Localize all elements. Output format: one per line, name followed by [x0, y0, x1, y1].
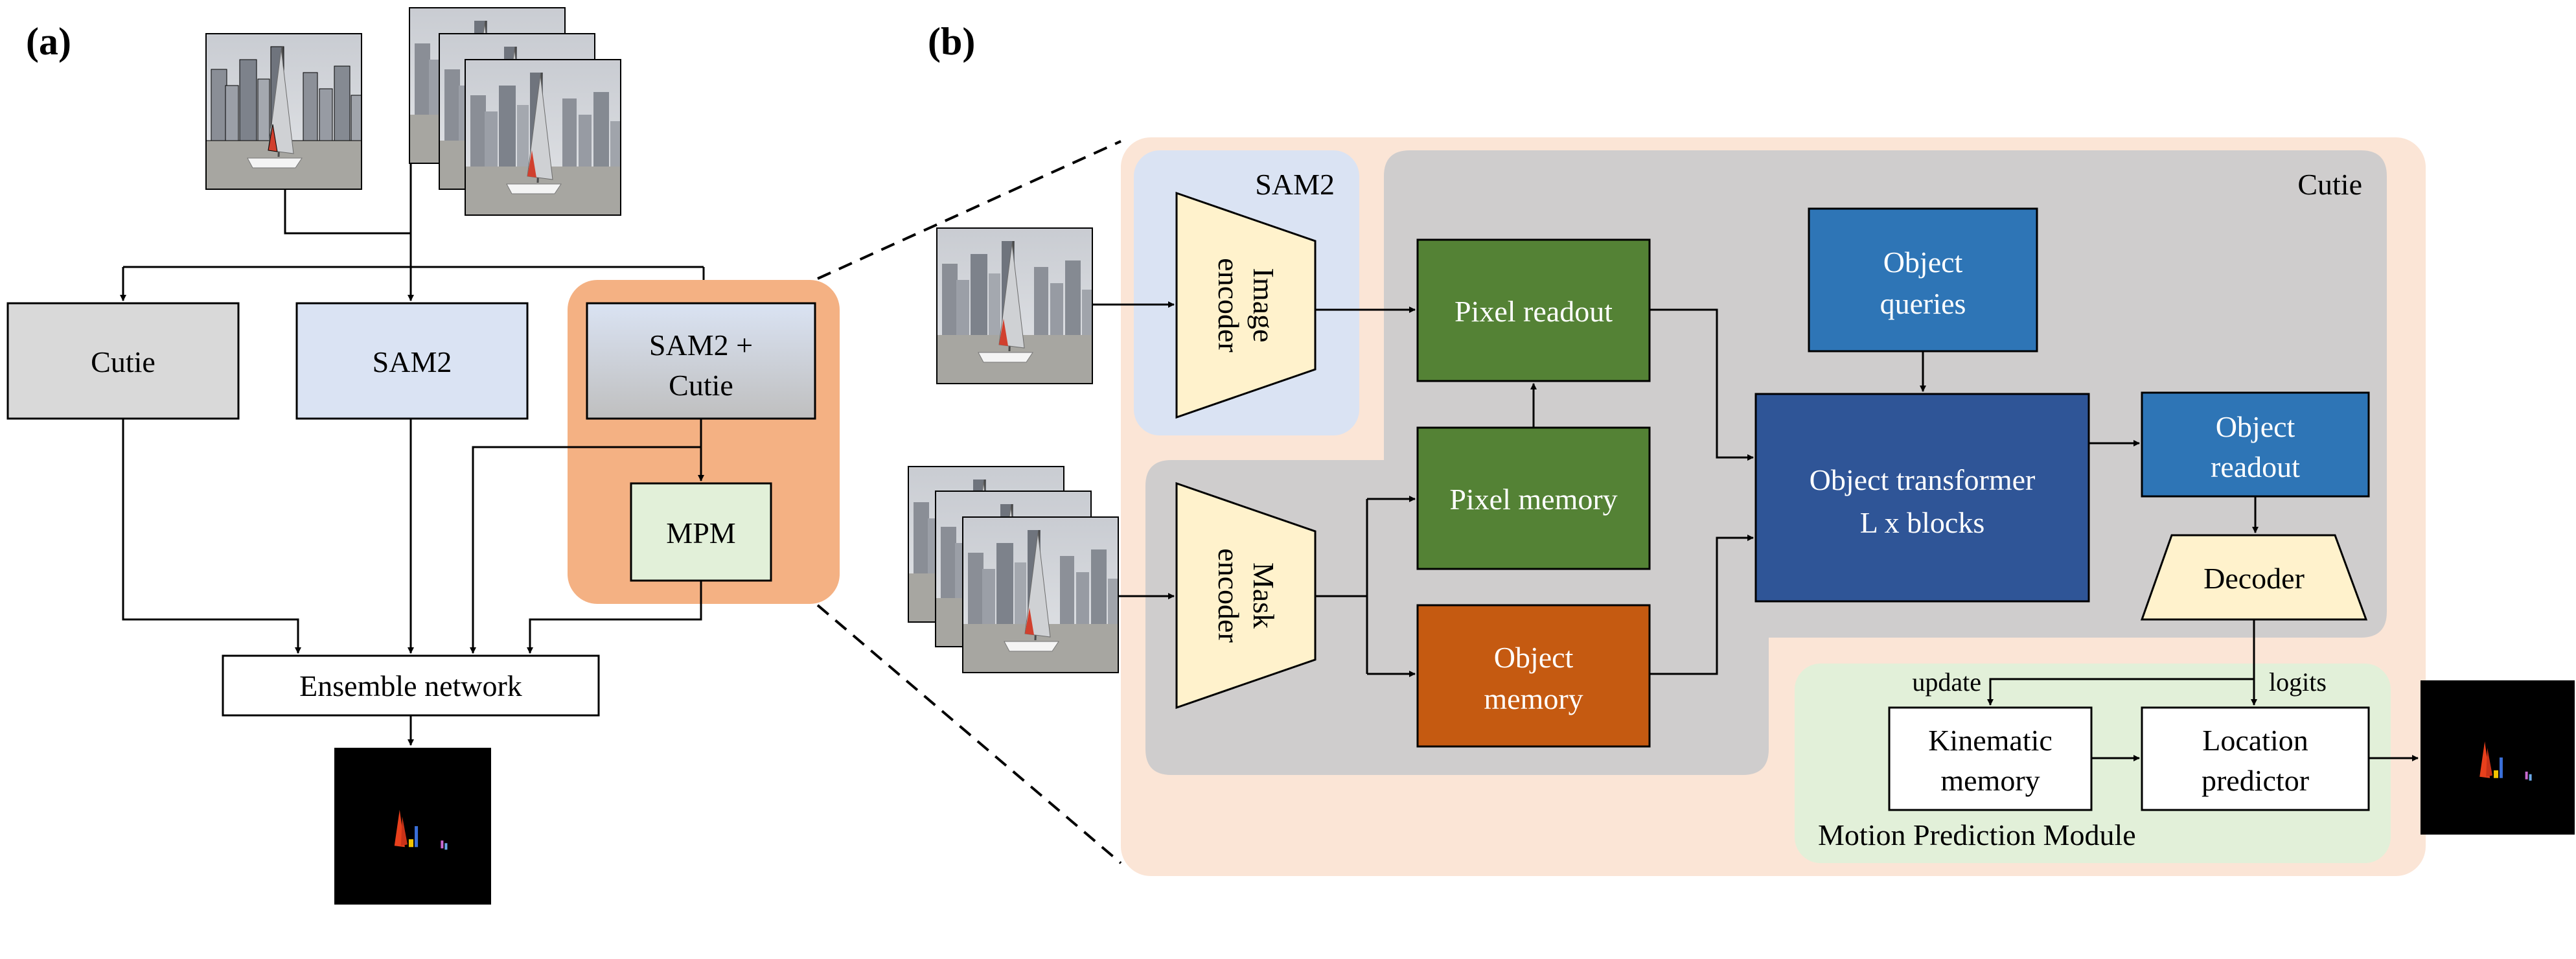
frame-stack-front	[465, 60, 621, 215]
mask-encoder-shape	[1175, 481, 1317, 710]
kinematic-memory-label-line1: Kinematic	[1928, 724, 2053, 757]
object-queries-label-line2: queries	[1880, 287, 1966, 320]
svg-text:Image: Image	[1247, 268, 1280, 343]
object-transformer-box	[1754, 393, 2090, 603]
frame-stack-front-border	[465, 59, 621, 216]
pixel-memory-box	[1416, 426, 1651, 570]
ensemble-connectors	[122, 419, 704, 746]
zoom-line-top	[817, 140, 1121, 280]
pixel-readout-label: Pixel readout	[1455, 295, 1613, 328]
b-frame-stack-front-border	[962, 516, 1119, 673]
object-readout-label-line2: readout	[2211, 450, 2300, 483]
decoder-label: Decoder	[2203, 562, 2305, 595]
ensemble-network-box	[222, 654, 600, 717]
panel-label-b: (b)	[928, 20, 975, 63]
update-label: update	[1912, 667, 1981, 697]
sam2-region-label: SAM2	[1255, 168, 1335, 201]
cutie-box-label: Cutie	[91, 345, 155, 378]
kinematic-memory-label-line2: memory	[1940, 764, 2040, 797]
location-predictor-label-line2: predictor	[2202, 764, 2309, 797]
sam2-cutie-label-line2: Cutie	[669, 369, 733, 402]
b-input-frame	[937, 228, 1092, 384]
mpm-region-label: Motion Prediction Module	[1818, 818, 2136, 851]
object-transformer-label-line2: L x blocks	[1860, 506, 1985, 539]
location-predictor-label-line1: Location	[2202, 724, 2308, 757]
input-frame-border	[205, 33, 362, 190]
svg-text:encoder: encoder	[1212, 548, 1245, 643]
object-memory-label-line1: Object	[1494, 641, 1574, 674]
logits-label: logits	[2269, 667, 2327, 697]
svg-text:Mask: Mask	[1247, 562, 1280, 629]
sam2-cutie-label-line1: SAM2 +	[649, 329, 753, 362]
ensemble-network-label: Ensemble network	[299, 669, 522, 702]
panel-label-a: (a)	[26, 20, 71, 63]
cutie-region-label: Cutie	[2297, 168, 2362, 201]
output-mask-a	[334, 748, 491, 905]
kinematic-memory-box	[1888, 706, 2093, 811]
mpm-box-label: MPM	[666, 516, 735, 549]
input-frame-image	[206, 34, 362, 189]
mask-encoder-label: Mask encoder	[1212, 548, 1280, 643]
pixel-readout-box	[1416, 238, 1651, 382]
pixel-memory-label: Pixel memory	[1449, 483, 1617, 516]
object-memory-box	[1416, 604, 1651, 748]
panel-a: Cutie SAM2 SAM2 + Cutie MPM Ensemble net…	[6, 7, 840, 905]
object-transformer-label-line1: Object transformer	[1810, 463, 2036, 496]
cutie-box	[6, 302, 240, 420]
object-queries-label-line1: Object	[1883, 246, 1963, 279]
object-readout-label-line1: Object	[2216, 410, 2295, 443]
b-frame-stack-front	[963, 517, 1118, 673]
sam2-cutie-box	[586, 302, 816, 420]
sam2-box-label: SAM2	[373, 345, 452, 378]
sam2-box	[295, 302, 529, 420]
object-memory-label-line2: memory	[1484, 682, 1583, 715]
object-queries-box	[1808, 207, 2038, 352]
decoder-shape	[2140, 534, 2368, 621]
panel-b: SAM2 Cutie Motion Prediction Module Imag…	[816, 137, 2575, 876]
image-encoder-label: Image encoder	[1212, 258, 1280, 352]
panel-b-connectors	[1092, 301, 2419, 761]
image-encoder-shape	[1175, 191, 1317, 419]
svg-text:encoder: encoder	[1212, 258, 1245, 352]
output-mask-b	[2421, 680, 2575, 835]
b-input-frame-border	[936, 227, 1093, 384]
zoom-line-bottom	[816, 604, 1122, 864]
